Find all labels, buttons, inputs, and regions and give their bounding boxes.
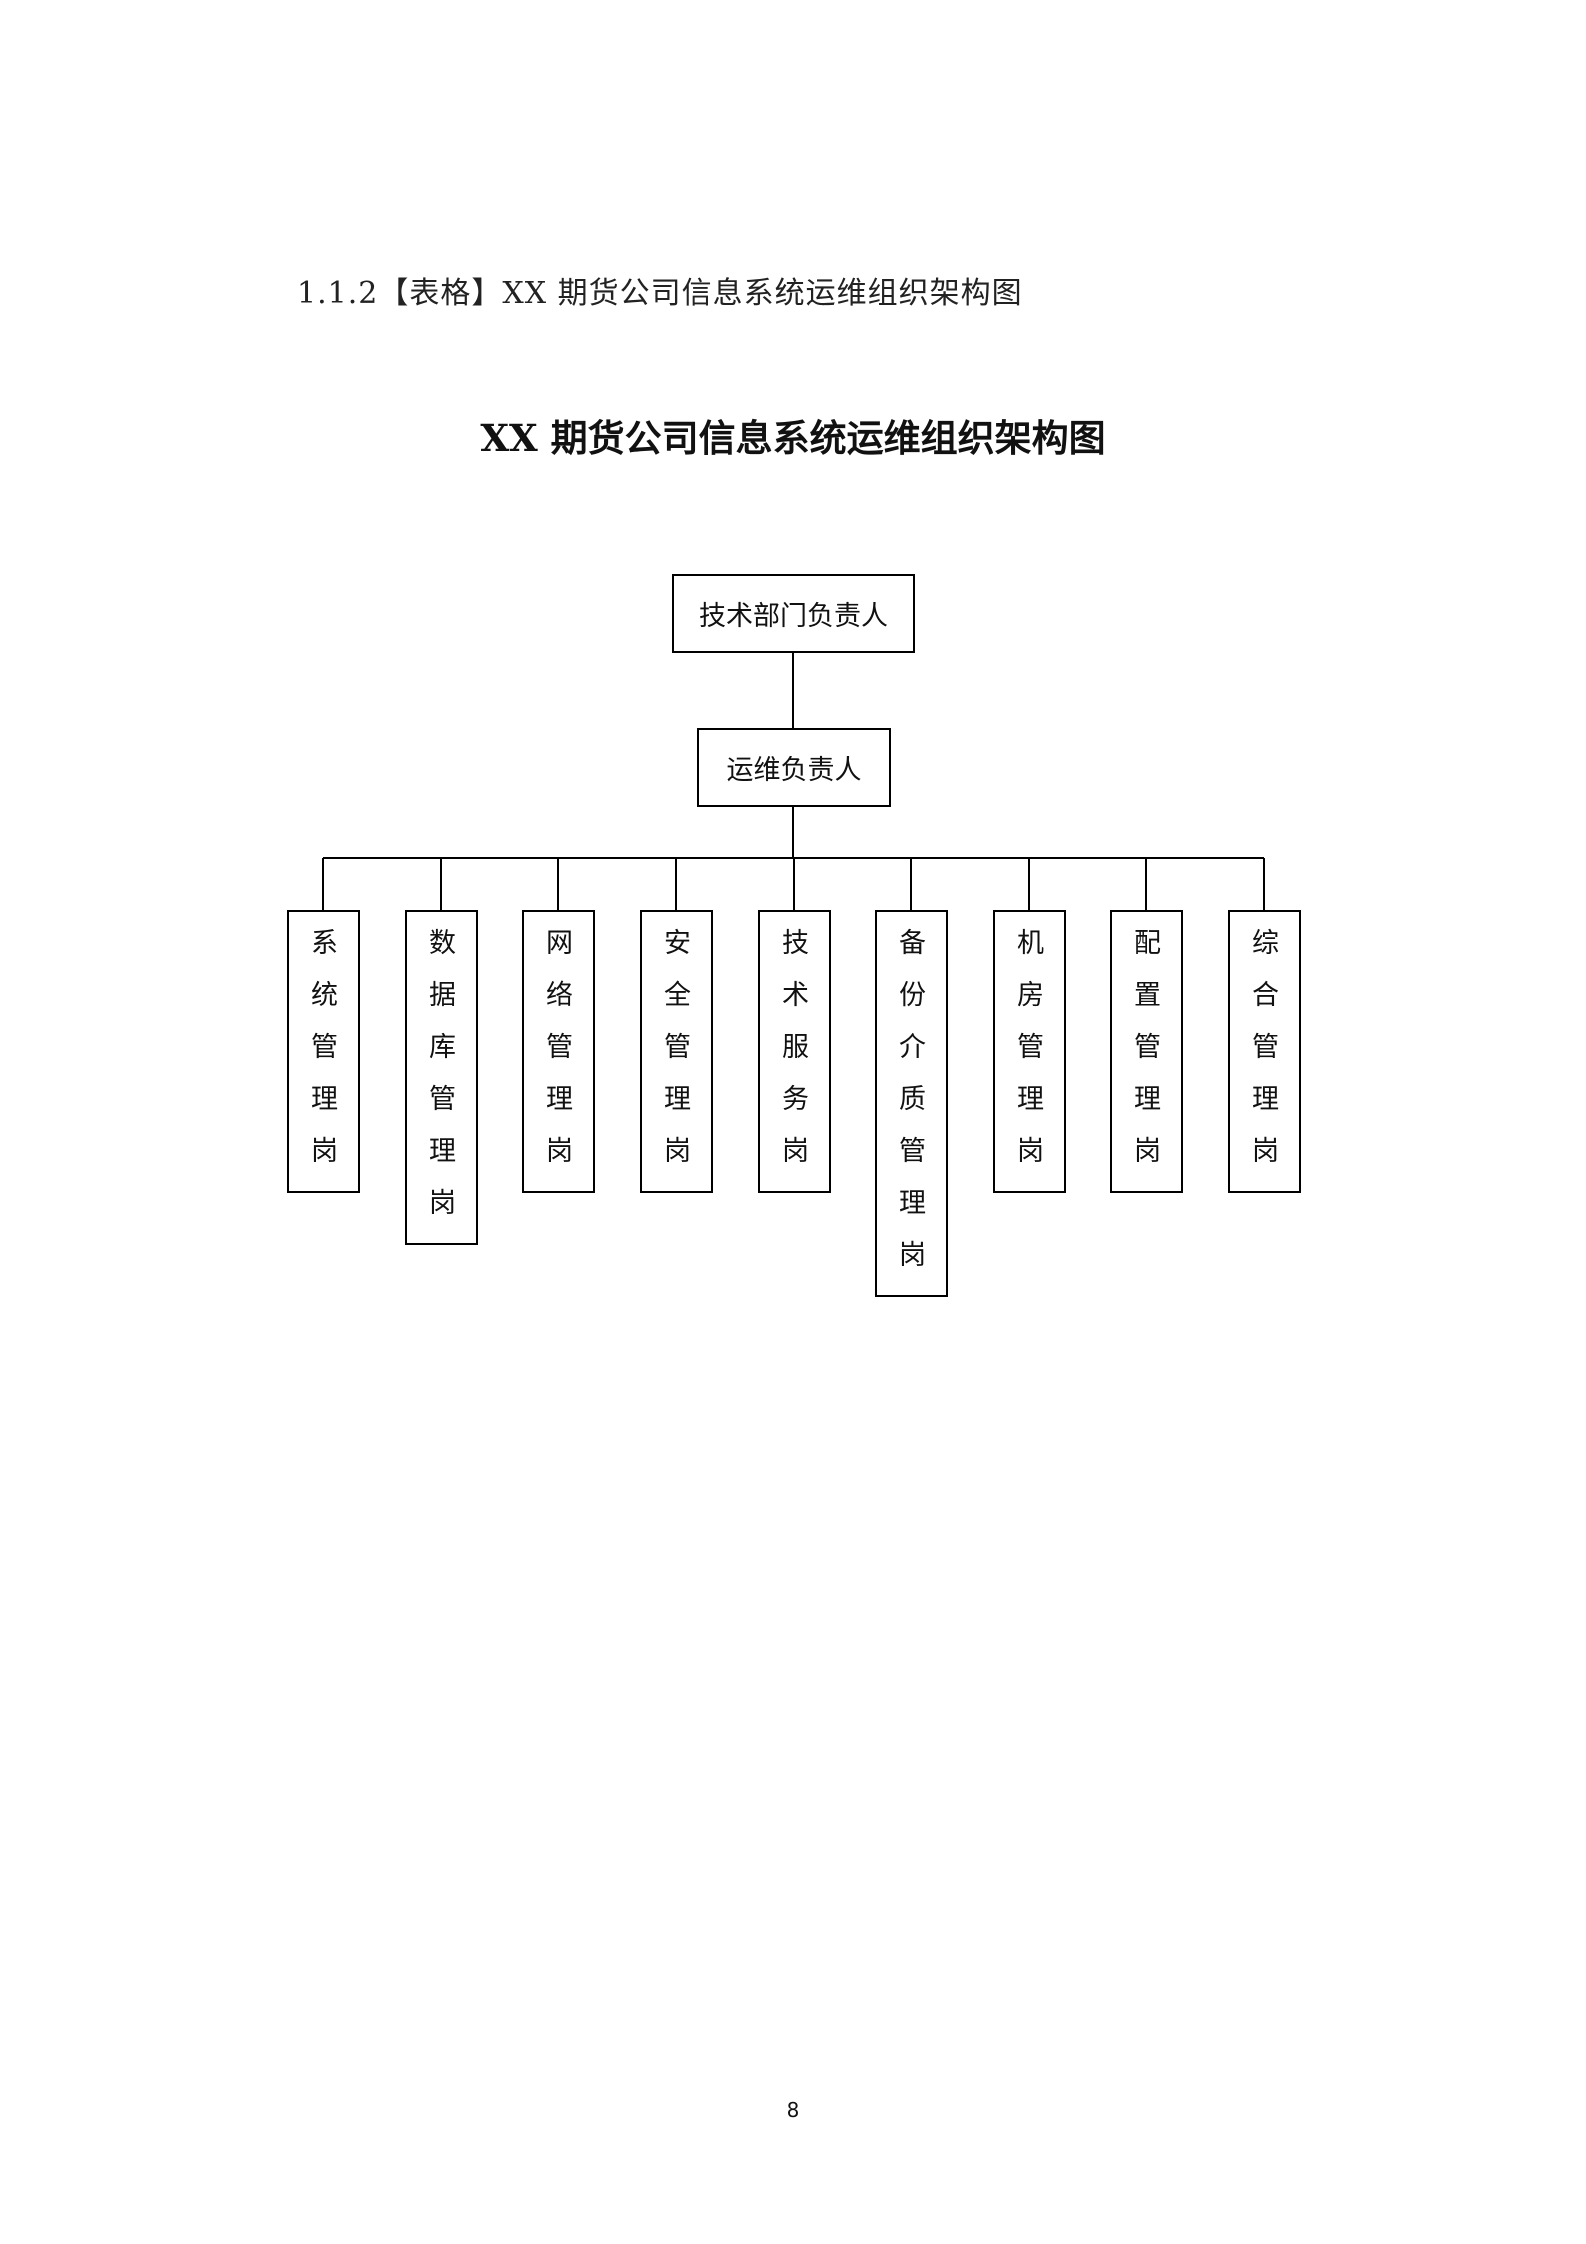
org-node-position: 机房管理岗: [993, 910, 1066, 1193]
org-node-position: 综合管理岗: [1228, 910, 1301, 1193]
connector-line: [675, 858, 677, 911]
connector-line: [793, 858, 795, 911]
org-node-root: 技术部门负责人: [672, 574, 915, 653]
connector-line: [557, 858, 559, 911]
section-heading: 1.1.2【表格】XX 期货公司信息系统运维组织架构图: [297, 276, 1023, 311]
document-title: XX 期货公司信息系统运维组织架构图: [480, 416, 1106, 460]
org-node-position: 网络管理岗: [522, 910, 595, 1193]
connector-line: [1145, 858, 1147, 911]
org-node-position: 系统管理岗: [287, 910, 360, 1193]
connector-line: [792, 652, 794, 729]
org-node-position: 安全管理岗: [640, 910, 713, 1193]
org-node-position: 备份介质管理岗: [875, 910, 948, 1297]
org-node-position: 数据库管理岗: [405, 910, 478, 1245]
connector-line: [440, 858, 442, 911]
connector-line: [792, 806, 794, 859]
connector-line: [1263, 858, 1265, 911]
org-node-position: 配置管理岗: [1110, 910, 1183, 1193]
connector-line: [322, 858, 324, 911]
org-node-manager: 运维负责人: [697, 728, 891, 807]
page-number: 8: [786, 2098, 800, 2122]
connector-line: [1028, 858, 1030, 911]
connector-line: [910, 858, 912, 911]
org-node-position: 技术服务岗: [758, 910, 831, 1193]
